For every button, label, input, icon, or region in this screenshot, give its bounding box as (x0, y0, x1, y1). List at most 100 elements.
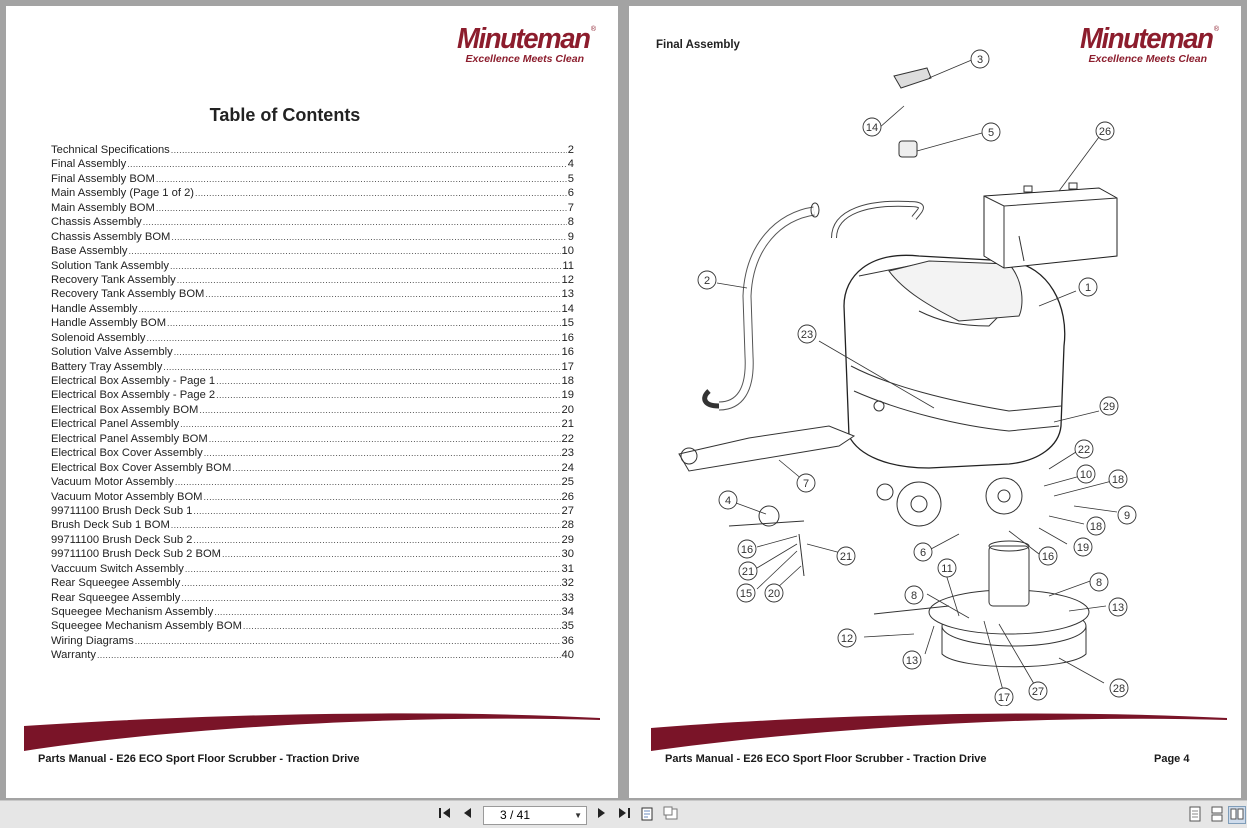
toc-entry-page: 31 (561, 562, 574, 575)
callout-18: 18 (1086, 516, 1106, 536)
callout-11: 11 (937, 558, 957, 578)
toc-entry-title: Electrical Box Assembly BOM (51, 403, 199, 416)
logo-tagline: Excellence Meets Clean (1088, 53, 1207, 65)
page-title: Final Assembly (656, 39, 740, 51)
callout-14: 14 (862, 117, 882, 137)
last-page-icon[interactable] (615, 806, 633, 824)
toc-entry[interactable]: Electrical Box Cover Assembly 23 (51, 446, 574, 460)
logo-registered-mark: ® (1213, 26, 1219, 33)
toc-entry[interactable]: Chassis Assembly BOM9 (51, 230, 574, 244)
callout-23: 23 (797, 324, 817, 344)
callout-13: 13 (902, 650, 922, 670)
toc-entry-page: 40 (561, 649, 574, 662)
callout-label: 19 (1077, 542, 1089, 554)
toc-entry[interactable]: Solution Valve Assembly16 (51, 345, 574, 359)
toc-entry[interactable]: Chassis Assembly8 (51, 215, 574, 229)
toc-entry-page: 15 (561, 317, 574, 330)
toc-entry[interactable]: Recovery Tank Assembly12 (51, 273, 574, 287)
toc-entry-title: Electrical Box Cover Assembly (51, 447, 203, 460)
toc-entry[interactable]: Handle Assembly14 (51, 302, 574, 316)
footer-swoosh (24, 713, 600, 751)
toc-entry[interactable]: Electrical Panel Assembly21 (51, 417, 574, 431)
next-page-icon[interactable] (592, 806, 610, 824)
toc-leader-dots (180, 417, 560, 431)
previous-page-icon[interactable] (459, 806, 477, 824)
callout-label: 14 (866, 122, 878, 134)
callout-17: 17 (994, 687, 1014, 706)
minuteman-logo: Minuteman ® Excellence Meets Clean (430, 24, 596, 68)
toc-entry[interactable]: 99711100 Brush Deck Sub 2 BOM30 (51, 547, 574, 561)
toc-entry[interactable]: Technical Specifications 2 (51, 143, 574, 157)
toc-leader-dots (156, 172, 567, 186)
callout-label: 7 (803, 478, 809, 490)
toc-entry-title: 99711100 Brush Deck Sub 2 (51, 533, 193, 546)
toc-entry[interactable]: 99711100 Brush Deck Sub 229 (51, 533, 574, 547)
toc-entry[interactable]: Warranty40 (51, 648, 574, 662)
toc-leader-dots (167, 316, 561, 330)
toc-entry[interactable]: Recovery Tank Assembly BOM13 (51, 287, 574, 301)
callout-29: 29 (1099, 396, 1119, 416)
callout-19: 19 (1073, 537, 1093, 557)
toc-leader-dots (214, 605, 560, 619)
toc-entry[interactable]: Electrical Box Assembly BOM20 (51, 403, 574, 417)
toc-entry[interactable]: Wiring Diagrams36 (51, 634, 574, 648)
toc-entry[interactable]: Handle Assembly BOM15 (51, 316, 574, 330)
document-viewer[interactable]: Minuteman ® Excellence Meets Clean Table… (0, 0, 1247, 800)
toc-entry-title: Chassis Assembly BOM (51, 230, 171, 243)
page-4: Final Assembly Minuteman ® Excellence Me… (629, 6, 1241, 798)
callout-21: 21 (836, 546, 856, 566)
continuous-icon[interactable] (1208, 806, 1226, 824)
toc-entry[interactable]: Solution Tank Assembly11 (51, 259, 574, 273)
toc-entry[interactable]: Squeegee Mechanism Assembly34 (51, 605, 574, 619)
toc-entry[interactable]: Solenoid Assembly16 (51, 331, 574, 345)
toc-entry[interactable]: Final Assembly4 (51, 157, 574, 171)
footer-manual-title: Parts Manual - E26 ECO Sport Floor Scrub… (38, 753, 360, 765)
toc-entry[interactable]: Battery Tray Assembly17 (51, 360, 574, 374)
callout-label: 16 (1042, 551, 1054, 563)
toc-entry-title: Main Assembly (Page 1 of 2) (51, 187, 195, 200)
toc-entry-title: Handle Assembly (51, 302, 138, 315)
toc-entry[interactable]: Electrical Box Assembly - Page 118 (51, 374, 574, 388)
toc-entry[interactable]: Electrical Box Assembly - Page 219 (51, 388, 574, 402)
first-page-icon[interactable] (436, 806, 454, 824)
chevron-down-icon[interactable]: ▼ (574, 811, 582, 820)
page-number-input[interactable]: 3 / 41 ▼ (483, 806, 587, 825)
toc-entry[interactable]: Base Assembly10 (51, 244, 574, 258)
toc-entry[interactable]: Final Assembly BOM5 (51, 172, 574, 186)
toc-entry[interactable]: Vaccuum Switch Assembly31 (51, 562, 574, 576)
toc-entry-page: 23 (561, 447, 574, 460)
toc-entry-title: Solution Valve Assembly (51, 346, 173, 359)
callout-label: 28 (1113, 683, 1125, 695)
toc-entry-title: Rear Squeegee Assembly (51, 591, 181, 604)
toc-entry[interactable]: Electrical Panel Assembly BOM22 (51, 432, 574, 446)
toc-entry[interactable]: Vacuum Motor Assembly BOM26 (51, 490, 574, 504)
toc-entry-page: 2 (567, 144, 574, 156)
toc-entry-title: Vacuum Motor Assembly (51, 476, 174, 489)
callout-label: 22 (1078, 444, 1090, 456)
toc-entry[interactable]: Brush Deck Sub 1 BOM28 (51, 518, 574, 532)
two-page-icon[interactable] (1228, 806, 1246, 824)
callout-28: 28 (1109, 678, 1129, 698)
toc-entry[interactable]: Electrical Box Cover Assembly BOM24 (51, 461, 574, 475)
toc-entry[interactable]: Rear Squeegee Assembly33 (51, 591, 574, 605)
callout-label: 1 (1085, 282, 1091, 294)
fit-width-icon[interactable] (662, 806, 680, 824)
toc-entry[interactable]: Vacuum Motor Assembly25 (51, 475, 574, 489)
toc-entry[interactable]: 99711100 Brush Deck Sub 127 (51, 504, 574, 518)
toc-leader-dots (174, 345, 561, 359)
toc-entry[interactable]: Squeegee Mechanism Assembly BOM35 (51, 619, 574, 633)
toc-leader-dots (143, 215, 567, 229)
toc-leader-dots (171, 143, 567, 157)
toc-entry[interactable]: Main Assembly (Page 1 of 2)6 (51, 186, 574, 200)
toc-entry-title: Base Assembly (51, 245, 128, 258)
toc-entry[interactable]: Rear Squeegee Assembly32 (51, 576, 574, 590)
fit-page-icon[interactable] (639, 806, 657, 824)
single-page-icon[interactable] (1186, 806, 1204, 824)
toc-leader-dots (170, 259, 561, 273)
toc-entry-title: 99711100 Brush Deck Sub 1 (51, 504, 193, 517)
toc-entry-title: Technical Specifications (51, 144, 170, 156)
callout-3: 3 (970, 49, 990, 69)
page-number: Page 4 (1154, 753, 1190, 765)
toc-entry[interactable]: Main Assembly BOM7 (51, 201, 574, 215)
